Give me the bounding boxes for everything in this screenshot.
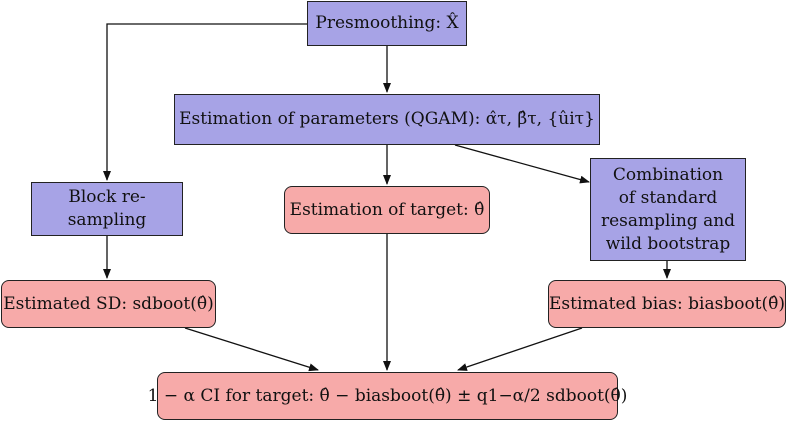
estimated-sd-node: Estimated SD: sdboot(θ̂) — [1, 280, 216, 328]
combination-line-1: Combination — [612, 164, 724, 185]
estimated-sd-label: Estimated SD: sdboot(θ̂) — [3, 293, 214, 314]
estimation-params-node: Estimation of parameters (QGAM): α̂τ, β̂… — [174, 94, 600, 145]
combination-line-4: wild bootstrap — [605, 233, 731, 254]
estimation-params-label: Estimation of parameters (QGAM): α̂τ, β̂… — [179, 109, 595, 129]
edge-bias-to-ci — [457, 327, 583, 371]
combination-line-3: resampling and — [600, 210, 736, 231]
block-resampling-node: Block re- sampling — [31, 182, 183, 236]
edge-params-to-combination — [454, 144, 590, 184]
presmoothing-node: Presmoothing: X̂ — [307, 1, 467, 46]
edge-presmoothing-to-block — [103, 23, 307, 181]
ci-node: 1 − α CI for target: θ̂ − biasboot(θ̂) ±… — [148, 372, 627, 420]
block-resampling-line-2: sampling — [67, 210, 147, 230]
block-resampling-line-1: Block re- — [68, 187, 146, 207]
edge-sd-to-ci — [184, 327, 319, 372]
estimation-target-node: Estimation of target: θ̂ — [284, 186, 490, 234]
ci-label: 1 − α CI for target: θ̂ − biasboot(θ̂) ±… — [147, 385, 628, 406]
presmoothing-label: Presmoothing: X̂ — [315, 13, 459, 33]
combination-node: Combination of standard resampling and w… — [590, 158, 746, 261]
estimated-bias-node: Estimated bias: biasboot(θ̂) — [548, 280, 786, 328]
combination-line-2: of standard — [618, 187, 718, 208]
estimation-target-label: Estimation of target: θ̂ — [289, 199, 485, 220]
estimated-bias-label: Estimated bias: biasboot(θ̂) — [549, 293, 786, 314]
